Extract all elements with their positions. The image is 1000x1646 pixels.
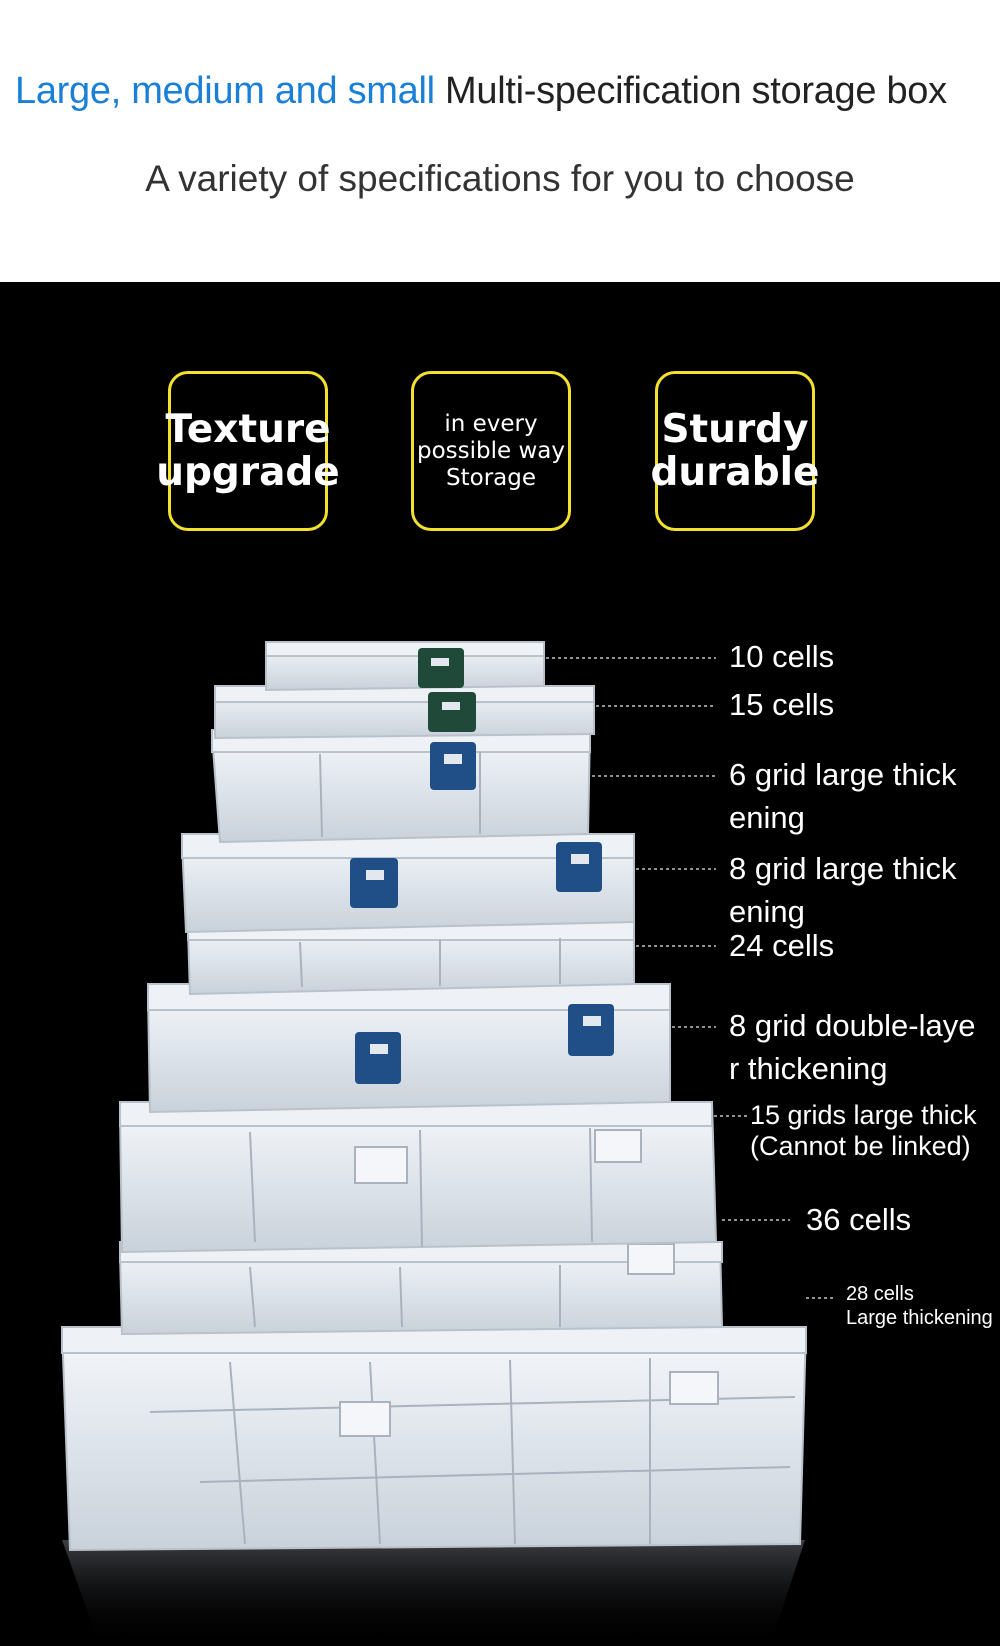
clip [430,742,476,790]
box-15-cells [214,684,595,740]
label-15-grids-large: 15 grids large thick (Cannot be linked) [750,1100,977,1161]
title-highlight: Large, medium and small [15,70,435,112]
clip-left [355,1032,401,1084]
clip-right [556,842,602,892]
label-8-grid-large: 8 grid large thick ening [729,851,957,929]
label-6-grid-large: 6 grid large thick ening [729,757,957,835]
storage-box-stack-image [60,640,836,1646]
badge-texture-upgrade: Texture upgrade [156,371,340,531]
leader-lines [546,657,836,1299]
box-28-cells [60,1326,808,1552]
title-rest: Multi-specification storage box [434,70,947,112]
box-10-cells [265,640,545,692]
badge-sturdy-durable: Sturdy durable [651,371,819,531]
box-36-cells [118,1240,724,1336]
clip-right [568,1004,614,1056]
box-15-grids [118,1100,718,1254]
page-subtitle: A variety of specifications for you to c… [145,158,855,199]
badge-storage: in every possible way Storage [411,371,571,531]
box-24-cells [186,920,635,996]
label-28-cells: 28 cells Large thickening [846,1283,993,1329]
box-6-grid-large [210,728,592,844]
label-15-cells: 15 cells [729,687,835,722]
label-10-cells: 10 cells [729,639,835,674]
header: Large, medium and small Multi-specificat… [0,0,1000,282]
box-8-grid-large [180,832,635,934]
clip [428,692,476,732]
box-reflection [62,1540,805,1646]
label-36-cells: 36 cells [806,1202,912,1237]
clip-left [350,858,398,908]
product-showcase: Texture upgrade in every possible way St… [0,282,1000,1646]
label-8-grid-double-layer: 8 grid double-laye r thickening [729,1008,976,1086]
page-title: Large, medium and small Multi-specificat… [15,70,947,113]
clip [418,648,464,688]
label-24-cells: 24 cells [729,928,835,963]
box-8-grid-double-layer [146,982,671,1114]
